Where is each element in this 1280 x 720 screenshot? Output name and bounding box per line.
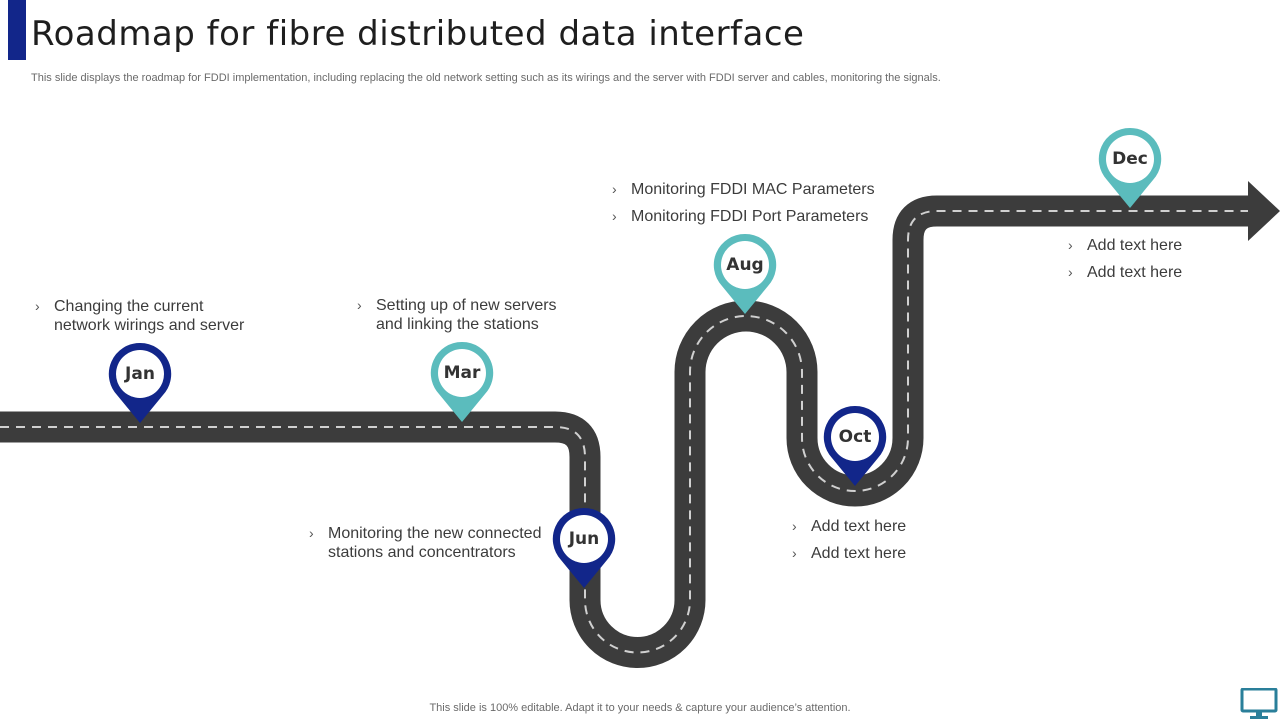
bullet-text-line: Changing the current — [54, 298, 204, 315]
milestone-label: Jun — [568, 529, 600, 549]
footer-note: This slide is 100% editable. Adapt it to… — [429, 702, 851, 714]
milestone-label: Mar — [443, 363, 481, 383]
milestone-pin-aug: Aug — [712, 232, 778, 316]
road-path — [0, 195, 1250, 668]
bullet-text-line: network wirings and server — [54, 317, 245, 334]
milestone-text-jan: › Changing the current network wirings a… — [35, 297, 244, 343]
bullet-item: › Monitoring FDDI Port Parameters — [612, 207, 875, 226]
bullet-item: › Add text here — [792, 544, 906, 563]
chevron-right-icon: › — [792, 518, 797, 534]
bullet-item: › Add text here — [1068, 236, 1182, 255]
bullet-text: Monitoring FDDI MAC Parameters — [631, 181, 875, 198]
bullet-text: Add text here — [1087, 264, 1183, 281]
milestone-pin-jan: Jan — [107, 341, 173, 425]
bullet-text-line: Setting up of new servers — [376, 297, 557, 314]
bullet-item: › Setting up of new servers and linking … — [357, 296, 557, 334]
bullet-text: Add text here — [811, 518, 907, 535]
title-accent-bar — [8, 0, 26, 60]
bullet-text: Monitoring FDDI Port Parameters — [631, 208, 869, 225]
page-title: Roadmap for fibre distributed data inter… — [31, 14, 805, 54]
milestone-label: Dec — [1112, 149, 1148, 169]
milestone-text-dec: › Add text here › Add text here — [1068, 236, 1182, 290]
milestone-text-jun: › Monitoring the new connected stations … — [309, 524, 541, 570]
bullet-item: › Add text here — [1068, 263, 1182, 282]
monitor-icon — [1240, 688, 1278, 719]
bullet-text: Add text here — [1087, 237, 1183, 254]
milestone-text-aug: › Monitoring FDDI MAC Parameters › Monit… — [612, 180, 875, 234]
map-pin-icon — [713, 233, 777, 314]
bullet-item: › Monitoring FDDI MAC Parameters — [612, 180, 875, 199]
chevron-right-icon: › — [1068, 237, 1073, 253]
bullet-text: Add text here — [811, 545, 907, 562]
milestone-text-oct: › Add text here › Add text here — [792, 517, 906, 571]
milestone-pin-dec: Dec — [1097, 126, 1163, 210]
bullet-text-line: stations and concentrators — [328, 544, 516, 561]
bullet-text-line: and linking the stations — [376, 316, 539, 333]
milestone-pin-jun: Jun — [551, 506, 617, 590]
milestone-pin-oct: Oct — [822, 404, 888, 488]
chevron-right-icon: › — [792, 545, 797, 561]
road-center-dashes — [0, 210, 1250, 654]
bullet-item: › Changing the current network wirings a… — [35, 297, 244, 335]
chevron-right-icon: › — [612, 181, 617, 197]
road-arrowhead — [1248, 181, 1280, 241]
map-pin-icon — [430, 341, 494, 422]
bullet-item: › Add text here — [792, 517, 906, 536]
map-pin-icon — [108, 342, 172, 423]
chevron-right-icon: › — [309, 525, 314, 541]
milestone-label: Jan — [125, 364, 155, 384]
bullet-text-line: Monitoring the new connected — [328, 525, 542, 542]
milestone-label: Oct — [838, 427, 872, 447]
chevron-right-icon: › — [1068, 264, 1073, 280]
page-subtitle: This slide displays the roadmap for FDDI… — [31, 72, 941, 84]
chevron-right-icon: › — [357, 297, 362, 313]
milestone-pin-mar: Mar — [429, 340, 495, 424]
chevron-right-icon: › — [612, 208, 617, 224]
milestone-text-mar: › Setting up of new servers and linking … — [357, 296, 557, 342]
map-pin-icon — [552, 507, 616, 588]
chevron-right-icon: › — [35, 298, 40, 314]
bullet-item: › Monitoring the new connected stations … — [309, 524, 541, 562]
map-pin-icon — [1098, 127, 1162, 208]
map-pin-icon — [823, 405, 887, 486]
milestone-label: Aug — [726, 255, 764, 275]
